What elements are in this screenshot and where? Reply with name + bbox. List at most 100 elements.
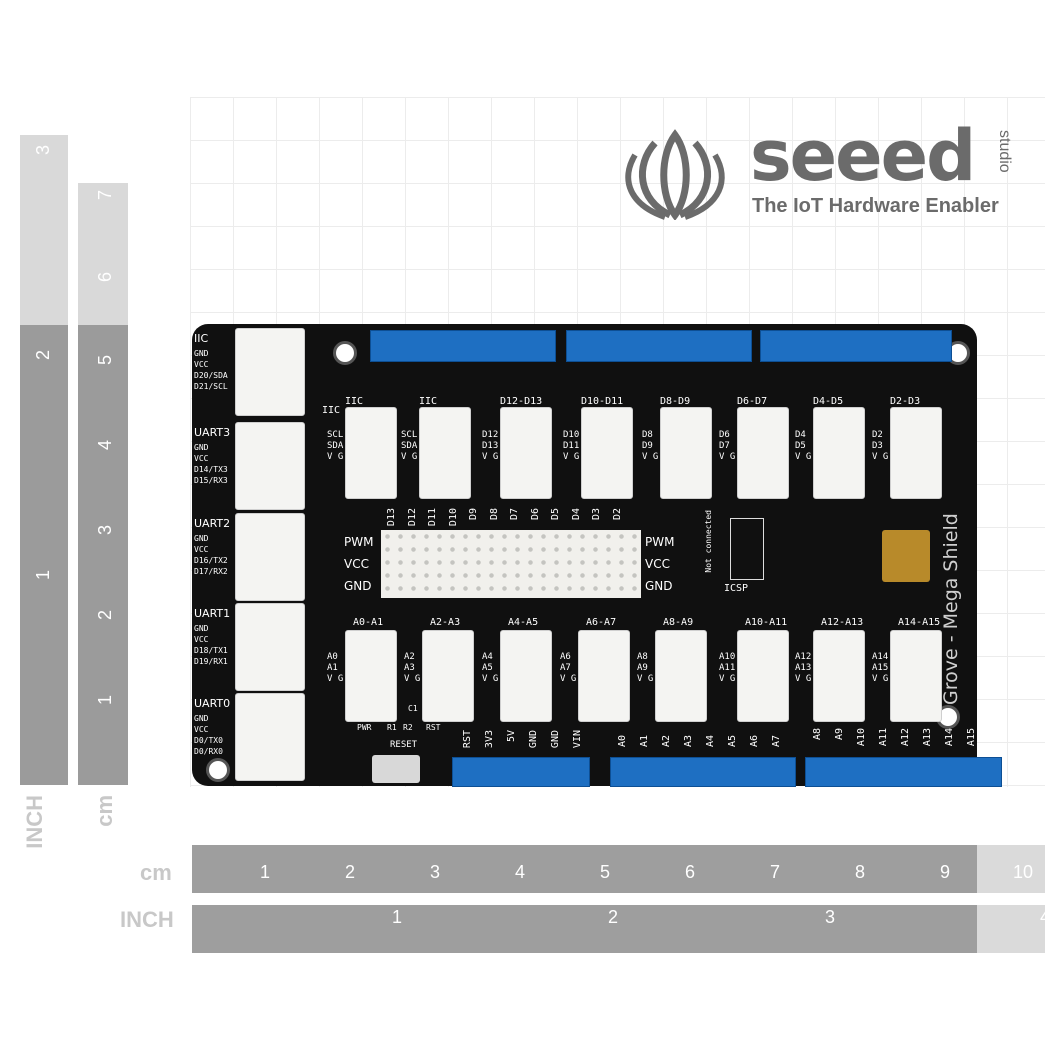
grove-connector[interactable]: [655, 630, 707, 722]
port-title: A14-A15: [898, 617, 941, 628]
pin-label: GND: [194, 349, 209, 358]
port-pin-labels: D12 D13 V G: [482, 430, 499, 462]
inch-tick-label: 1: [392, 907, 403, 927]
breadboard-column-label: D11: [427, 508, 438, 527]
grove-connector[interactable]: [345, 630, 397, 722]
bottom-inch-ruler-end: [977, 905, 1045, 953]
breadboard-column-label: D6: [529, 508, 541, 521]
cm-tick-label: 7: [770, 862, 781, 882]
port-title: D10-D11: [581, 396, 624, 407]
grove-connector[interactable]: [422, 630, 474, 722]
inch-tick-label: 2: [608, 907, 619, 927]
inch-tick-label: 2: [33, 350, 53, 361]
grove-connector[interactable]: [419, 407, 471, 499]
breadboard-row-label: PWM: [344, 535, 374, 549]
port-title: D12-D13: [500, 396, 543, 407]
breadboard-column-label: D8: [488, 508, 500, 521]
header-pin-label: A14: [944, 728, 955, 747]
inch-tick-label: 3: [825, 907, 836, 927]
port-title: D2-D3: [890, 396, 921, 407]
pin-label: GND: [194, 714, 209, 723]
pin-label: VCC: [194, 454, 209, 463]
pwr-label: PWR: [357, 723, 372, 732]
bottom-cm-ruler: [192, 845, 977, 893]
pin-label: D16/TX2: [194, 556, 228, 565]
grove-connector[interactable]: [660, 407, 712, 499]
port-title: D4-D5: [813, 396, 844, 407]
port-pin-labels: SCL SDA V G: [401, 430, 418, 462]
analog-header-low: [610, 757, 796, 787]
header-pin-label: A3: [683, 735, 694, 748]
pin-label: D14/TX3: [194, 465, 228, 474]
pin-label: D21/SCL: [194, 382, 228, 391]
port-title: D8-D9: [660, 396, 691, 407]
cm-tick-label: 6: [95, 272, 115, 283]
grove-connector[interactable]: [500, 630, 552, 722]
pin-label: GND: [194, 624, 209, 633]
breadboard-column-label: D3: [591, 508, 602, 521]
pin-label: D19/RX1: [194, 657, 228, 666]
seeed-logo-icon: [625, 129, 725, 220]
grove-connector[interactable]: [890, 407, 942, 499]
grove-connector[interactable]: [235, 422, 305, 510]
cm-tick-label: 1: [95, 695, 115, 706]
prototype-area: [381, 530, 641, 598]
grove-connector[interactable]: [737, 630, 789, 722]
grove-connector[interactable]: [578, 630, 630, 722]
cm-tick-label: 5: [600, 862, 611, 882]
reset-label: RESET: [390, 740, 418, 750]
board-name: Grove - Mega Shield: [940, 513, 962, 705]
header-pin-label: A2: [661, 735, 672, 748]
grove-connector[interactable]: [813, 407, 865, 499]
breadboard-row-label: PWM: [645, 535, 675, 549]
icsp-header: [730, 518, 764, 580]
grove-connector[interactable]: [890, 630, 942, 722]
port-title: A8-A9: [663, 617, 694, 628]
grove-connector[interactable]: [813, 630, 865, 722]
breadboard-column-label: D13: [386, 508, 397, 527]
power-header: [452, 757, 590, 787]
cm-tick-label: 7: [95, 190, 115, 201]
reset-button[interactable]: [372, 755, 420, 783]
pin-label: D17/RX2: [194, 567, 228, 576]
cm-tick-label: 4: [95, 440, 115, 451]
top-header-2: [566, 330, 752, 362]
grove-connector[interactable]: [235, 328, 305, 416]
port-pin-labels: D4 D5 V G: [795, 430, 812, 462]
port-title: UART3: [194, 426, 231, 439]
inch-tick-label: 3: [33, 145, 53, 156]
port-title: IIC: [345, 396, 364, 407]
header-pin-label: A10: [856, 728, 867, 747]
breadboard-row-label: GND: [344, 579, 372, 593]
header-pin-label: A4: [705, 735, 716, 748]
c1-label: C1: [408, 704, 418, 713]
pin-label: D0/RX0: [194, 747, 223, 756]
pin-label: D15/RX3: [194, 476, 228, 485]
seeed-chip-logo: [882, 530, 930, 582]
grove-connector[interactable]: [235, 693, 305, 781]
port-pin-labels: SCL SDA V G: [327, 430, 344, 462]
grove-connector[interactable]: [235, 513, 305, 601]
port-title: A4-A5: [508, 617, 539, 628]
pin-label: VCC: [194, 360, 209, 369]
grove-connector[interactable]: [737, 407, 789, 499]
port-pin-labels: A6 A7 V G: [560, 652, 577, 684]
breadboard-column-label: D9: [468, 508, 479, 521]
header-pin-label: A13: [922, 728, 933, 747]
header-pin-label: RST: [462, 730, 473, 749]
grove-connector[interactable]: [345, 407, 397, 499]
grove-connector[interactable]: [500, 407, 552, 499]
grove-connector[interactable]: [581, 407, 633, 499]
r2-label: R2: [403, 723, 413, 732]
rst-label: RST: [426, 723, 441, 732]
pin-label: D0/TX0: [194, 736, 223, 745]
port-pin-labels: A2 A3 V G: [404, 652, 421, 684]
grove-connector[interactable]: [235, 603, 305, 691]
pin-label: D18/TX1: [194, 646, 228, 655]
cm-tick-label: 3: [430, 862, 441, 882]
port-pin-labels: D6 D7 V G: [719, 430, 736, 462]
breadboard-column-label: D7: [509, 508, 520, 521]
port-title: A12-A13: [821, 617, 864, 628]
cm-tick-label: 1: [260, 862, 271, 882]
icsp-label: ICSP: [724, 583, 749, 594]
